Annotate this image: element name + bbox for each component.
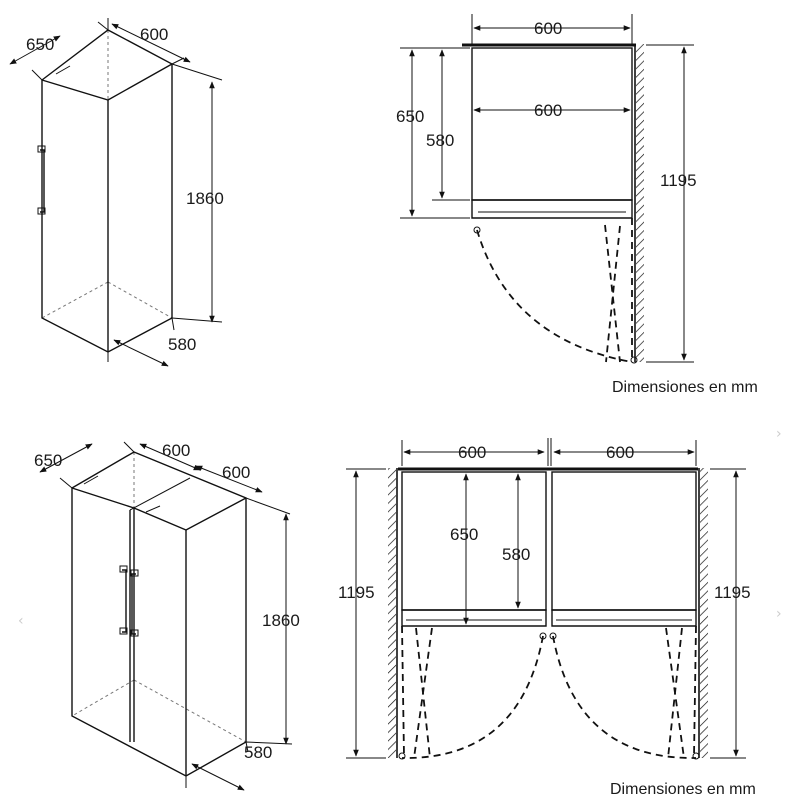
double-fridge-isometric: 650 600 600 1860 580 bbox=[34, 441, 300, 791]
plan-dim-depth: 580 bbox=[426, 131, 454, 150]
plan2-dim-depth: 580 bbox=[502, 545, 530, 564]
plan-dim-width-top: 600 bbox=[534, 19, 562, 38]
dim-depth-with-door: 650 bbox=[26, 35, 54, 54]
units-caption-bottom: Dimensiones en mm bbox=[610, 781, 756, 798]
dim-depth: 580 bbox=[168, 335, 196, 354]
iso2-dim-depth-door: 650 bbox=[34, 451, 62, 470]
plan-dim-door-open: 1195 bbox=[660, 171, 697, 190]
dim-width: 600 bbox=[140, 25, 168, 44]
plan2-dim-door-open-right: 1195 bbox=[714, 583, 751, 602]
plan2-dim-width-a: 600 bbox=[458, 443, 486, 462]
door-handle bbox=[37, 145, 46, 215]
plan-dim-width-inner: 600 bbox=[534, 101, 562, 120]
iso2-dim-width-b: 600 bbox=[222, 463, 250, 482]
iso2-dim-height: 1860 bbox=[262, 611, 300, 630]
iso2-dim-width-a: 600 bbox=[162, 441, 190, 460]
plan-dim-depth-door: 650 bbox=[396, 107, 424, 126]
units-caption-top: Dimensiones en mm bbox=[612, 379, 758, 396]
iso2-dim-depth: 580 bbox=[244, 743, 272, 762]
single-fridge-isometric: 650 600 1860 580 bbox=[9, 18, 224, 367]
next-arrow-icon[interactable]: › bbox=[776, 426, 782, 442]
dim-height: 1860 bbox=[186, 189, 224, 208]
double-fridge-plan: 600 600 650 580 1195 1195 Dimensiones en… bbox=[338, 438, 756, 798]
prev-arrow-icon[interactable]: ‹ bbox=[18, 613, 24, 629]
next-arrow-icon-lower[interactable]: › bbox=[776, 606, 782, 622]
plan2-dim-door-open-left: 1195 bbox=[338, 583, 375, 602]
plan2-dim-depth-door: 650 bbox=[450, 525, 478, 544]
double-door-handles bbox=[119, 565, 139, 637]
single-fridge-plan: 600 600 650 580 1195 Dimensiones en mm bbox=[396, 14, 758, 396]
plan2-dim-width-b: 600 bbox=[606, 443, 634, 462]
